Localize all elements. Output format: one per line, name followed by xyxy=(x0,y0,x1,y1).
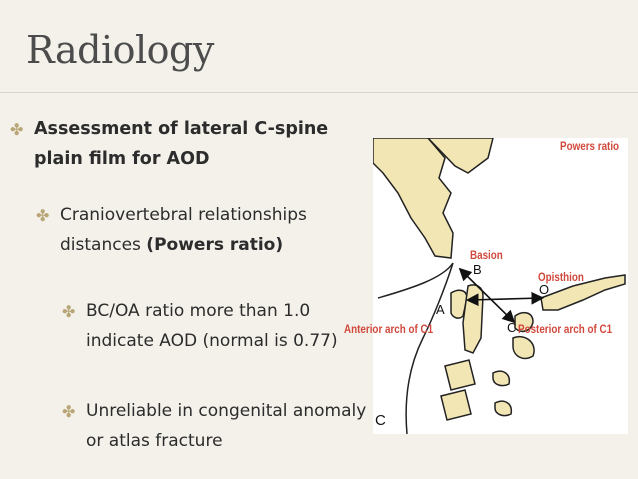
bullet-craniovertebral: Craniovertebral relationships distances … xyxy=(60,200,360,260)
soft-tissue-line xyxy=(377,262,454,435)
title-divider xyxy=(0,92,638,93)
annotation-posterior-arch: Posterior arch of C1 xyxy=(518,322,613,336)
bullet-assessment: Assessment of lateral C-spine plain film… xyxy=(34,119,329,169)
point-label-c-corner: C xyxy=(375,412,386,429)
bullet-icon: ✤ xyxy=(10,120,24,139)
c4-lamina xyxy=(494,400,513,417)
occiput-bone xyxy=(540,274,626,311)
bullet-craniovertebral-text: Craniovertebral relationships distances xyxy=(60,205,307,255)
skull-bone-upper xyxy=(426,137,494,174)
c3-body xyxy=(444,359,476,391)
point-label-a: A xyxy=(436,302,445,317)
bullet-unreliable: Unreliable in congenital anomaly or atla… xyxy=(86,401,367,451)
bullet-icon: ✤ xyxy=(62,402,76,421)
cervical-spine-diagram: B O A C C xyxy=(372,137,628,435)
slide-title: Radiology xyxy=(26,28,214,72)
annotation-opisthion: Opisthion xyxy=(538,270,584,284)
oa-line xyxy=(465,291,545,307)
posterior-arch-bone xyxy=(514,311,534,333)
annotation-anterior-arch: Anterior arch of C1 xyxy=(344,322,434,336)
annotation-powers-ratio: Powers ratio xyxy=(560,139,620,153)
c2-spinous-bone xyxy=(512,336,535,360)
c4-body xyxy=(440,389,472,421)
bullet-icon: ✤ xyxy=(36,206,50,225)
bullet-icon: ✤ xyxy=(62,302,76,321)
annotation-basion: Basion xyxy=(470,248,503,262)
bullet-bc-oa-ratio: BC/OA ratio more than 1.0 indicate AOD (… xyxy=(86,301,338,351)
c3-lamina xyxy=(492,370,511,387)
point-label-o: O xyxy=(539,282,550,297)
clivus-bone xyxy=(372,137,454,259)
bullet-powers-ratio-text: (Powers ratio) xyxy=(146,235,284,255)
spine-illustration xyxy=(372,137,626,435)
point-label-c-posterior: C xyxy=(507,320,517,335)
point-label-b: B xyxy=(473,262,482,277)
